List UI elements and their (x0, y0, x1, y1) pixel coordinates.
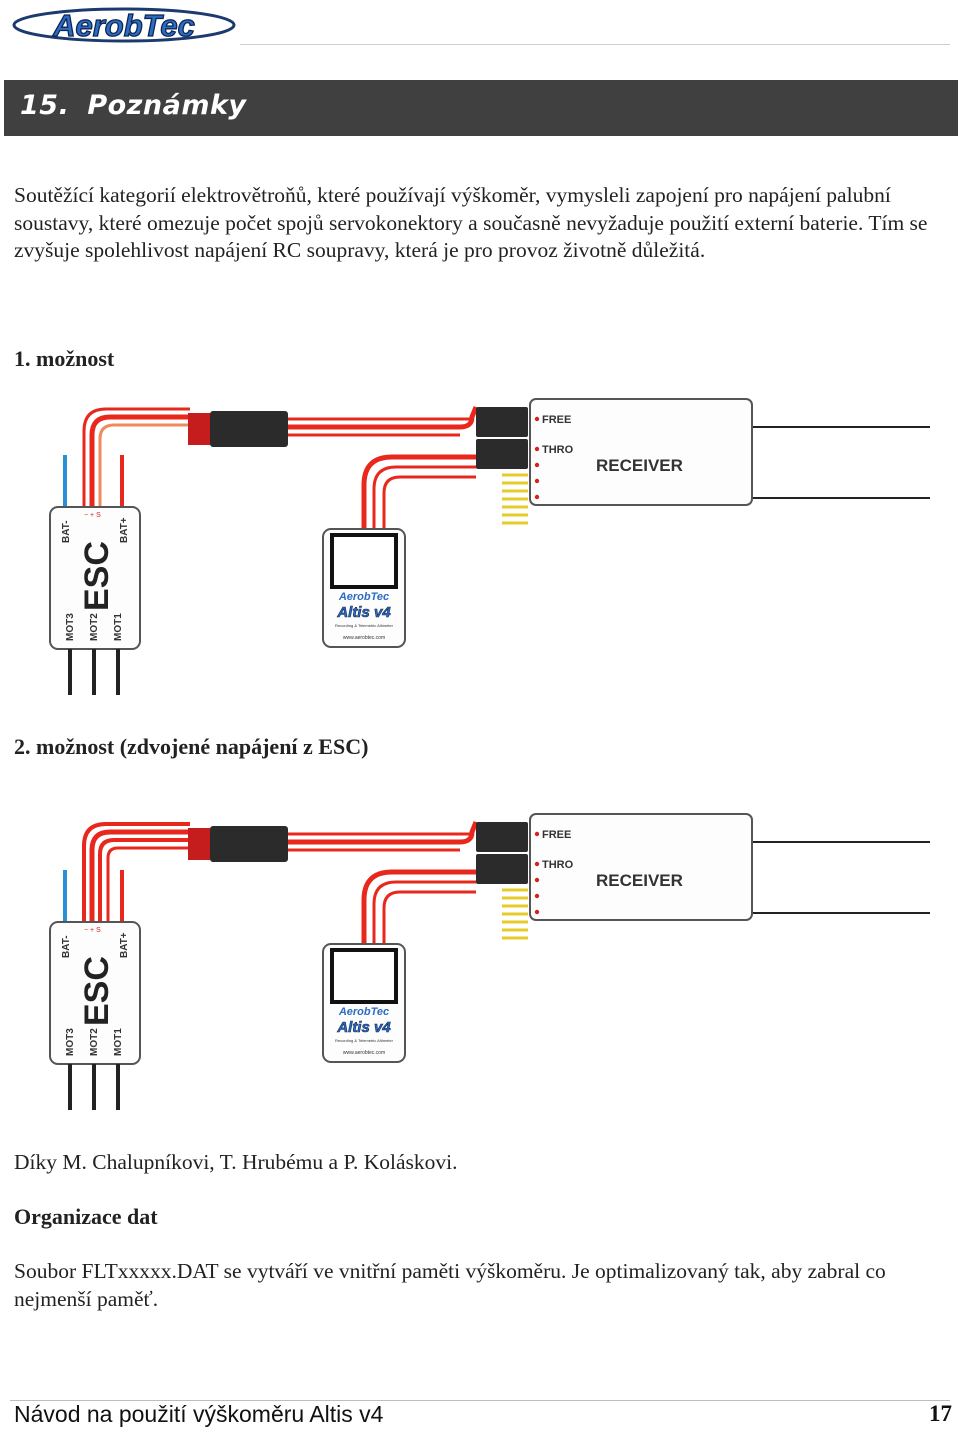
altimeter-receiver-cable (382, 890, 476, 945)
wiring-diagram-option1: FREE THRO RECEIVER − + S BAT- BAT+ ESC M… (49, 398, 930, 695)
esc-label-mot2: MOT2 (89, 1028, 100, 1056)
section-title-text: Poznámky (87, 90, 247, 121)
esc-label-mot3: MOT3 (65, 613, 76, 641)
esc-servo-cable (106, 846, 190, 922)
connector-receiver-cable (288, 406, 479, 430)
footer-rule (10, 1400, 950, 1401)
altimeter-subtitle: Recording & Telemetric Altimeter (335, 1038, 394, 1043)
altimeter-display (330, 948, 398, 1004)
altimeter-brand: AerobTec (338, 1006, 389, 1018)
receiver-channel-dots (534, 416, 540, 500)
receiver-pins (502, 888, 528, 940)
esc-motor-wires (68, 1064, 120, 1110)
altimeter-url: www.aerobtec.com (343, 1050, 385, 1056)
altimeter-model: Altis v4 (336, 604, 391, 621)
logo-text: AerobTec (52, 8, 195, 43)
servo-connector-red (188, 413, 210, 445)
esc-label-mot1: MOT1 (113, 1028, 124, 1056)
servo-connector-black (210, 411, 288, 447)
option2-heading: 2. možnost (zdvojené napájení z ESC) (14, 734, 369, 759)
receiver-connector-thro (476, 439, 528, 469)
altimeter-display (330, 533, 398, 589)
header-rule (240, 44, 950, 45)
esc-pin-label: − + S (84, 512, 101, 519)
esc-servo-cable (98, 423, 190, 507)
data-organization-paragraph: Soubor FLTxxxxx.DAT se vytváří ve vnitřn… (14, 1259, 886, 1311)
altimeter-url: www.aerobtec.com (343, 635, 385, 641)
altimeter-receiver-cable (372, 880, 476, 945)
esc-label: ESC (78, 541, 116, 611)
esc-servo-cable (82, 407, 190, 507)
esc-servo-cable (82, 822, 190, 922)
altimeter-receiver-cable (372, 465, 476, 530)
section-number: 15. (20, 90, 70, 121)
altimeter-receiver-cable (361, 869, 476, 945)
altimeter-subtitle: Recording & Telemetric Altimeter (335, 623, 394, 628)
receiver-label-free: FREE (542, 829, 571, 841)
esc-label-bat-plus: BAT+ (119, 517, 130, 543)
data-organization-heading: Organizace dat (14, 1204, 158, 1229)
servo-connector-red (188, 828, 210, 860)
receiver-label-free: FREE (542, 414, 571, 426)
esc-label: ESC (78, 956, 116, 1026)
esc-label-mot3: MOT3 (65, 1028, 76, 1056)
esc-servo-cable (89, 414, 190, 507)
receiver-channel-dots (534, 831, 540, 915)
intro-paragraph: Soutěžící kategorií elektrovětroňů, kter… (14, 183, 928, 262)
esc-servo-cable (89, 829, 190, 922)
esc-motor-wires (68, 649, 120, 695)
esc-label-bat-minus: BAT- (61, 935, 72, 958)
receiver-label-thro: THRO (542, 444, 574, 456)
esc-label-mot2: MOT2 (89, 613, 100, 641)
esc-label-bat-minus: BAT- (61, 520, 72, 543)
receiver-body (529, 813, 753, 921)
receiver-pins (502, 473, 528, 525)
esc-label-mot1: MOT1 (113, 613, 124, 641)
receiver-label-thro: THRO (542, 859, 574, 871)
esc-servo-cable (98, 838, 190, 922)
receiver-label: RECEIVER (596, 871, 683, 890)
altimeter-model: Altis v4 (336, 1019, 391, 1036)
connector-receiver-cable (288, 821, 479, 845)
esc-label-bat-plus: BAT+ (119, 932, 130, 958)
footer-title: Návod na použití výškoměru Altis v4 (14, 1401, 384, 1427)
section-title: 15. Poznámky (20, 90, 247, 121)
receiver-connector-free (476, 822, 528, 852)
page-number: 17 (929, 1401, 952, 1426)
altimeter-brand: AerobTec (338, 591, 389, 603)
receiver-body (529, 398, 753, 506)
section-header-bar: 15. Poznámky (4, 80, 958, 136)
receiver-label: RECEIVER (596, 456, 683, 475)
esc-pin-label: − + S (84, 927, 101, 934)
aerobtec-logo: AerobTec (12, 7, 236, 44)
option1-heading: 1. možnost (14, 346, 115, 371)
receiver-connector-free (476, 407, 528, 437)
thanks-paragraph: Díky M. Chalupníkovi, T. Hrubému a P. Ko… (14, 1150, 458, 1174)
altimeter-receiver-cable (382, 475, 476, 530)
altimeter-receiver-cable (361, 454, 476, 530)
wiring-diagram-option2: FREE THRO RECEIVER − + S BAT- BAT+ ESC M… (49, 813, 930, 1110)
receiver-connector-thro (476, 854, 528, 884)
servo-connector-black (210, 826, 288, 862)
